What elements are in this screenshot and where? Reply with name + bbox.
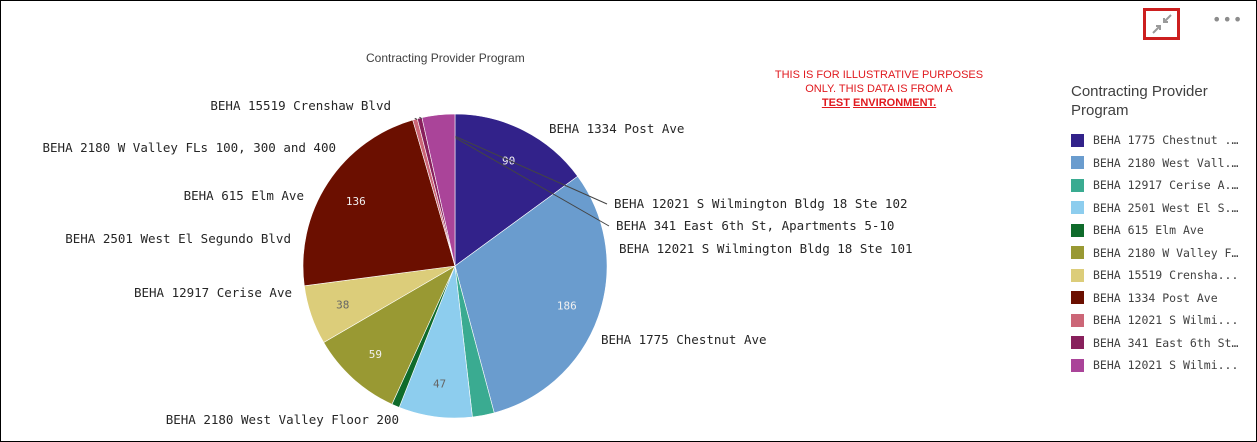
slice-category-label: BEHA 15519 Crenshaw Blvd bbox=[210, 98, 391, 113]
legend-item[interactable]: BEHA 12021 S Wilmi... bbox=[1071, 354, 1251, 377]
slice-value-label: 59 bbox=[369, 348, 382, 361]
legend-title: Contracting Provider Program bbox=[1071, 83, 1208, 119]
legend-item[interactable]: BEHA 1775 Chestnut ... bbox=[1071, 129, 1251, 152]
slice-category-label: BEHA 12917 Cerise Ave bbox=[134, 285, 292, 300]
exit-fullscreen-button[interactable] bbox=[1143, 8, 1180, 40]
legend-swatch bbox=[1071, 313, 1084, 327]
legend-swatch bbox=[1071, 268, 1084, 282]
slice-category-label: BEHA 12021 S Wilmington Bldg 18 Ste 102 bbox=[614, 196, 908, 211]
slice-value-label: 47 bbox=[433, 378, 446, 391]
legend-label: BEHA 615 Elm Ave bbox=[1093, 223, 1204, 238]
disclaimer-test: TEST bbox=[821, 97, 850, 109]
pie-slice[interactable] bbox=[302, 119, 456, 287]
legend-swatch bbox=[1071, 336, 1084, 350]
legend-swatch bbox=[1071, 178, 1084, 192]
pie-slice[interactable] bbox=[454, 113, 579, 267]
legend-swatch bbox=[1071, 156, 1084, 170]
legend-item[interactable]: BEHA 2180 West Vall... bbox=[1071, 152, 1251, 175]
slice-value-label: 186 bbox=[557, 299, 577, 312]
legend-items: BEHA 1775 Chestnut ... BEHA 2180 West Val… bbox=[1071, 129, 1251, 377]
legend-item[interactable]: BEHA 1334 Post Ave bbox=[1071, 287, 1251, 310]
slice-category-label: BEHA 12021 S Wilmington Bldg 18 Ste 101 bbox=[619, 241, 913, 256]
slice-category-label: BEHA 615 Elm Ave bbox=[184, 188, 304, 203]
legend-label: BEHA 341 East 6th St... bbox=[1093, 335, 1245, 350]
disclaimer-text: THIS IS FOR ILLUSTRATIVE PURPOSES ONLY. … bbox=[744, 68, 1014, 110]
slice-category-label: BEHA 2501 West El Segundo Blvd bbox=[65, 231, 291, 246]
slice-category-label: BEHA 2180 West Valley Floor 200 bbox=[166, 412, 399, 427]
legend-item[interactable]: BEHA 341 East 6th St... bbox=[1071, 332, 1251, 355]
legend-swatch bbox=[1071, 291, 1084, 305]
legend-swatch bbox=[1071, 133, 1084, 147]
legend-label: BEHA 2180 W Valley F... bbox=[1093, 245, 1245, 260]
legend-item[interactable]: BEHA 12917 Cerise A... bbox=[1071, 174, 1251, 197]
disclaimer-line-1: THIS IS FOR ILLUSTRATIVE PURPOSES bbox=[774, 69, 984, 81]
pie-slice[interactable] bbox=[454, 175, 608, 414]
slice-category-label: BEHA 1334 Post Ave bbox=[549, 121, 684, 136]
legend-item[interactable]: BEHA 12021 S Wilmi... bbox=[1071, 309, 1251, 332]
slice-value-label: 38 bbox=[336, 298, 349, 311]
chart-title: Contracting Provider Program bbox=[366, 51, 525, 65]
legend-label: BEHA 15519 Crensha... bbox=[1093, 268, 1239, 283]
slice-value-label: 136 bbox=[346, 195, 366, 208]
legend-item[interactable]: BEHA 2180 W Valley F... bbox=[1071, 242, 1251, 265]
slice-category-label: BEHA 341 East 6th St, Apartments 5-10 bbox=[616, 218, 894, 233]
legend-label: BEHA 1775 Chestnut ... bbox=[1093, 133, 1245, 148]
disclaimer-line-3: TEST ENVIRONMENT. bbox=[744, 96, 1014, 110]
legend-item[interactable]: BEHA 2501 West El S... bbox=[1071, 197, 1251, 220]
legend-item[interactable]: BEHA 15519 Crensha... bbox=[1071, 264, 1251, 287]
slice-category-label: BEHA 2180 W Valley FLs 100, 300 and 400 bbox=[43, 140, 337, 155]
slice-value-label: 90 bbox=[502, 154, 515, 167]
disclaimer-environment: ENVIRONMENT. bbox=[853, 97, 937, 109]
slice-category-label: BEHA 1775 Chestnut Ave bbox=[601, 332, 767, 347]
legend-item[interactable]: BEHA 615 Elm Ave bbox=[1071, 219, 1251, 242]
legend-swatch bbox=[1071, 223, 1084, 237]
legend-label: BEHA 12021 S Wilmi... bbox=[1093, 313, 1239, 328]
chart-legend: Contracting Provider Program BEHA 1775 C… bbox=[1071, 82, 1251, 377]
legend-swatch bbox=[1071, 246, 1084, 260]
legend-label: BEHA 2180 West Vall... bbox=[1093, 155, 1245, 170]
collapse-arrows-icon bbox=[1151, 14, 1172, 34]
pie-slice[interactable] bbox=[323, 265, 456, 405]
legend-swatch bbox=[1071, 201, 1084, 215]
disclaimer-line-2: ONLY. THIS DATA IS FROM A bbox=[805, 83, 953, 95]
legend-label: BEHA 12917 Cerise A... bbox=[1093, 178, 1245, 193]
legend-label: BEHA 12021 S Wilmi... bbox=[1093, 358, 1239, 373]
legend-swatch bbox=[1071, 358, 1084, 372]
more-options-button[interactable]: ••• bbox=[1212, 10, 1244, 29]
pie-slice[interactable] bbox=[421, 113, 456, 267]
legend-label: BEHA 2501 West El S... bbox=[1093, 200, 1245, 215]
legend-label: BEHA 1334 Post Ave bbox=[1093, 290, 1218, 305]
